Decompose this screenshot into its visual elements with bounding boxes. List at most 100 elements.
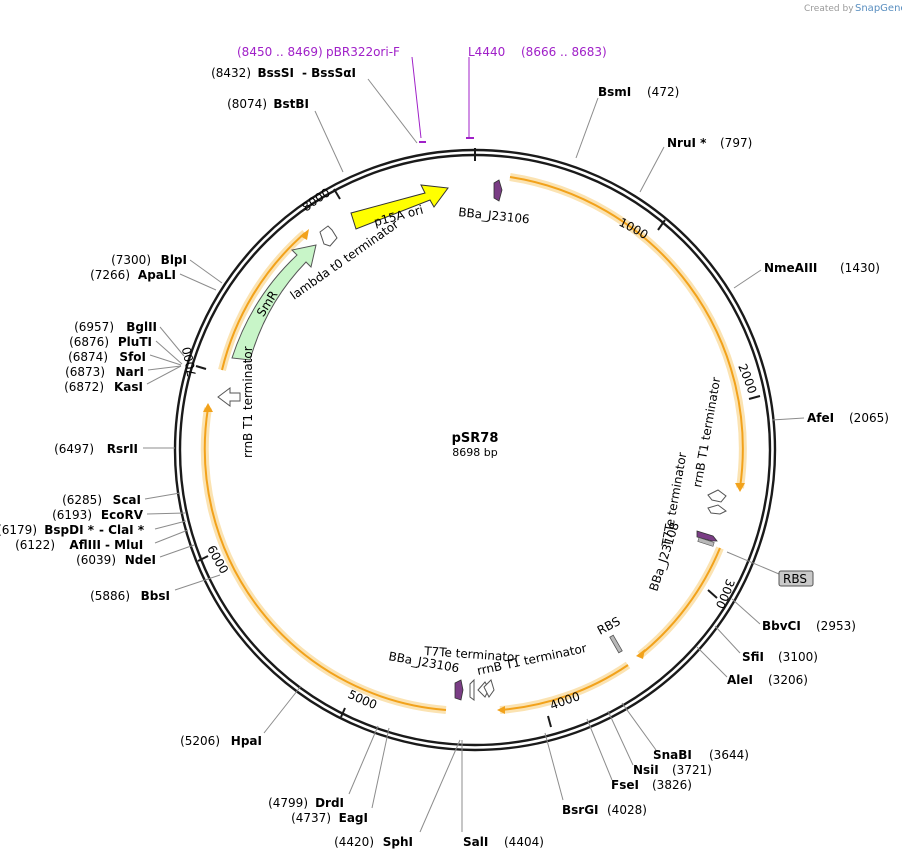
site-ecorv[interactable]: (6193) EcoRV	[52, 508, 186, 522]
site-name: NsiI	[633, 763, 659, 777]
site-name: SphI	[383, 835, 413, 849]
site-name: SfoI	[119, 350, 146, 364]
site-position: (6957)	[74, 320, 114, 334]
site-pluti[interactable]: (6876) PluTI	[69, 335, 183, 365]
site-bglii[interactable]: (6957) BglII	[74, 320, 185, 357]
site-position: (4404)	[504, 835, 544, 849]
site-bbsi[interactable]: (5886) BbsI	[90, 574, 221, 603]
site-bsssi[interactable]: (8432) BssSI - BssSαI	[211, 66, 418, 144]
site-name: HpaI	[231, 734, 262, 748]
orf-arc-left	[200, 403, 447, 714]
orf-arc-bottom-right	[497, 661, 631, 714]
site-position: (3206)	[768, 673, 808, 687]
site-name: AfeI	[807, 411, 834, 425]
plasmid-name: pSR78	[452, 431, 499, 446]
site-position: (7266)	[90, 268, 130, 282]
site-bspdi-clai[interactable]: (6179) BspDI * - ClaI *	[0, 520, 187, 537]
site-kasi[interactable]: (6872) KasI	[64, 365, 182, 394]
site-name: NruI *	[667, 136, 707, 150]
site-name: KasI	[114, 380, 143, 394]
site-name: FseI	[611, 778, 639, 792]
site-drdi[interactable]: (4799) DrdI	[268, 725, 379, 810]
site-sphi[interactable]: (4420) SphI	[334, 739, 461, 849]
site-position: (1430)	[840, 261, 880, 275]
site-position: (6039)	[76, 553, 116, 567]
site-name: BbvCI	[762, 619, 801, 633]
site-position: (4028)	[607, 803, 647, 817]
site-eagi[interactable]: (4737) EagI	[291, 727, 390, 825]
site-apali[interactable]: (7266) ApaLI	[90, 268, 217, 291]
site-scai[interactable]: (6285) ScaI	[62, 492, 181, 507]
site-name: AflIII	[69, 538, 101, 552]
site-position: (4420)	[334, 835, 374, 849]
site-hpai[interactable]: (5206) HpaI	[180, 685, 302, 748]
site-nsii[interactable]: NsiI (3721)	[607, 710, 712, 777]
site-position: (6285)	[62, 493, 102, 507]
site-bsmi[interactable]: BsmI (472)	[575, 85, 679, 159]
site-afliii-mlui[interactable]: (6122) AflIII - MluI	[15, 529, 189, 552]
tick-marks	[195, 148, 761, 728]
site-snabi[interactable]: SnaBI (3644)	[621, 702, 749, 762]
site-name: AleI	[727, 673, 753, 687]
site-afei[interactable]: AfeI (2065)	[771, 411, 889, 425]
site-alei[interactable]: AleI (3206)	[696, 646, 808, 687]
site-name: EcoRV	[101, 508, 144, 522]
site-name: BsrGI	[562, 803, 599, 817]
site-bstbi[interactable]: (8074) BstBI	[227, 97, 344, 173]
site-position: (5206)	[180, 734, 220, 748]
feature-rrnb-right[interactable]: rrnB T1 terminator	[690, 376, 727, 515]
orf-arc-right-lower	[636, 546, 724, 659]
site-bbvci[interactable]: BbvCI (2953)	[731, 598, 856, 633]
site-position: (4799)	[268, 796, 308, 810]
feature-bba-top[interactable]: BBa_J23106	[458, 179, 531, 226]
site-nari[interactable]: (6873) NarI	[65, 365, 182, 379]
site-name: BspDI *	[44, 523, 94, 537]
site-ndei[interactable]: (6039) NdeI	[76, 544, 195, 567]
site-position: (6876)	[69, 335, 109, 349]
site-nmeaiii[interactable]: NmeAIII (1430)	[733, 261, 880, 289]
site-name: PluTI	[118, 335, 152, 349]
site-bsrgi[interactable]: BsrGI (4028)	[544, 732, 647, 817]
site-position: (6874)	[68, 350, 108, 364]
site-sfii[interactable]: SfiI (3100)	[714, 625, 818, 664]
credit-brand: SnapGene	[855, 3, 902, 14]
site-nrui[interactable]: NruI * (797)	[639, 136, 752, 193]
site-name: EagI	[339, 811, 368, 825]
feature-rbs-box[interactable]: RBS	[726, 551, 814, 587]
site-name-extra: - MluI	[105, 538, 143, 552]
site-name: SalI	[463, 835, 488, 849]
orf-arcs	[200, 173, 747, 714]
feature-label-rrnb-left: rrnB T1 terminator	[241, 346, 255, 458]
site-name: ScaI	[113, 493, 141, 507]
map-center-title: pSR78 8698 bp	[452, 431, 499, 459]
site-position: (2065)	[849, 411, 889, 425]
site-blpi[interactable]: (7300) BlpI	[111, 253, 223, 284]
site-position: (797)	[720, 136, 752, 150]
sites-left: (4420) SphI (4737) EagI (4799) DrdI (520…	[0, 66, 461, 849]
site-position: (5886)	[90, 589, 130, 603]
feature-rbs-bottom[interactable]: RBS	[595, 614, 623, 654]
primer-pbr322ori-f[interactable]: (8450 .. 8469) pBR322ori-F	[237, 45, 426, 143]
feature-label-bba-top: BBa_J23106	[458, 205, 531, 226]
site-position: (3721)	[672, 763, 712, 777]
site-name: BssSI	[257, 66, 294, 80]
site-position: (4737)	[291, 811, 331, 825]
feature-p15a-ori[interactable]: p15A ori	[350, 184, 449, 230]
site-name: SfiI	[742, 650, 764, 664]
site-name: RsrII	[107, 442, 138, 456]
site-name-extra: - BssSαI	[302, 66, 356, 80]
site-sali[interactable]: SalI (4404)	[461, 740, 544, 849]
site-sfoi[interactable]: (6874) SfoI	[68, 350, 182, 366]
primer-l4440[interactable]: L4440 (8666 .. 8683)	[466, 45, 607, 139]
sites-right: BsmI (472) NruI * (797) NmeAIII (1430) A…	[461, 85, 889, 849]
site-position: (3100)	[778, 650, 818, 664]
site-name: BstBI	[273, 97, 309, 111]
feature-t7te-bottom[interactable]: T7Te terminator	[423, 644, 520, 701]
feature-rrnb-left[interactable]: rrnB T1 terminator	[217, 346, 255, 458]
site-name: BglII	[126, 320, 157, 334]
primer-name: pBR322ori-F	[326, 45, 400, 59]
site-fsei[interactable]: FseI (3826)	[586, 718, 692, 792]
site-rsrii[interactable]: (6497) RsrII	[54, 442, 175, 456]
site-name: BbsI	[141, 589, 170, 603]
